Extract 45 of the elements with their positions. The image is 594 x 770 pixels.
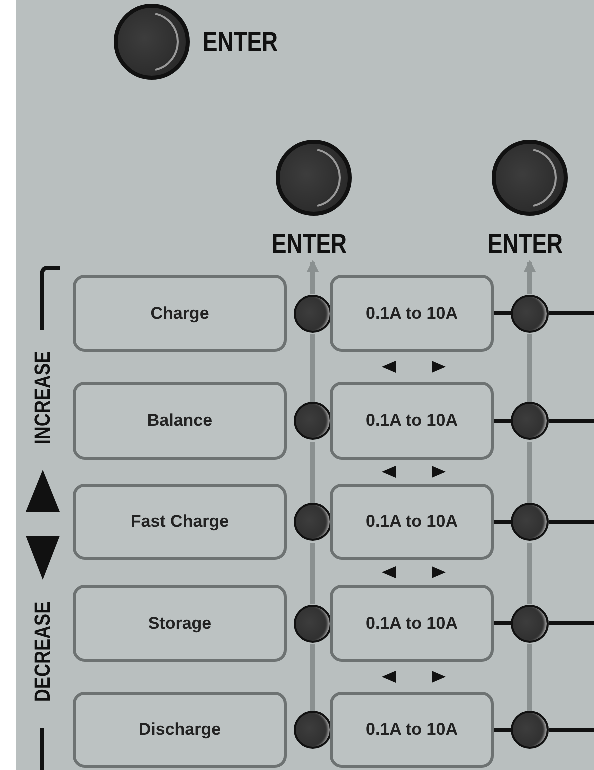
box-label: Storage	[148, 614, 212, 634]
connector-line	[528, 442, 532, 503]
mode-box	[73, 275, 287, 352]
button-label: ENTER	[488, 231, 564, 258]
box-label: 0.1A to 10A	[366, 411, 458, 431]
arrow	[524, 260, 536, 294]
connector-line	[494, 520, 511, 524]
connector-line	[528, 543, 532, 604]
button-label: ENTER	[272, 231, 348, 258]
connector-line	[310, 644, 316, 711]
mode-box	[73, 692, 287, 768]
direction-label: INCREASE	[32, 351, 54, 445]
connector-line	[549, 728, 594, 732]
box-label: Fast Charge	[130, 512, 230, 532]
arrow	[307, 260, 319, 294]
box-label: 0.1A to 10A	[366, 720, 458, 740]
connector-line	[528, 334, 532, 402]
current-range-box	[330, 585, 494, 662]
connector-line	[494, 728, 511, 732]
box-label: 0.1A to 10A	[366, 512, 458, 532]
mode-box	[73, 484, 287, 560]
box-label: 0.1A to 10A	[366, 304, 458, 324]
current-range-box	[330, 692, 494, 768]
current-range-box	[330, 382, 494, 460]
connector-line	[549, 419, 594, 423]
current-range-box	[330, 275, 494, 352]
current-range-box	[330, 484, 494, 560]
connector-line	[310, 334, 316, 402]
connector-line	[494, 312, 511, 316]
box-label: 0.1A to 10A	[366, 614, 458, 634]
connector-line	[494, 419, 511, 423]
box-label: Discharge	[138, 720, 222, 740]
connector-line	[528, 644, 532, 711]
button-label: ENTER	[203, 29, 278, 56]
connector-line	[549, 622, 594, 626]
mode-box	[73, 382, 287, 460]
box-label: Balance	[147, 411, 213, 431]
connector-line	[494, 622, 511, 626]
direction-label: DECREASE	[32, 602, 54, 702]
connector-line	[310, 442, 316, 503]
connector-line	[549, 312, 594, 316]
connector-line	[310, 543, 316, 604]
connector-line	[549, 520, 594, 524]
box-label: Charge	[150, 304, 210, 324]
mode-box	[73, 585, 287, 662]
